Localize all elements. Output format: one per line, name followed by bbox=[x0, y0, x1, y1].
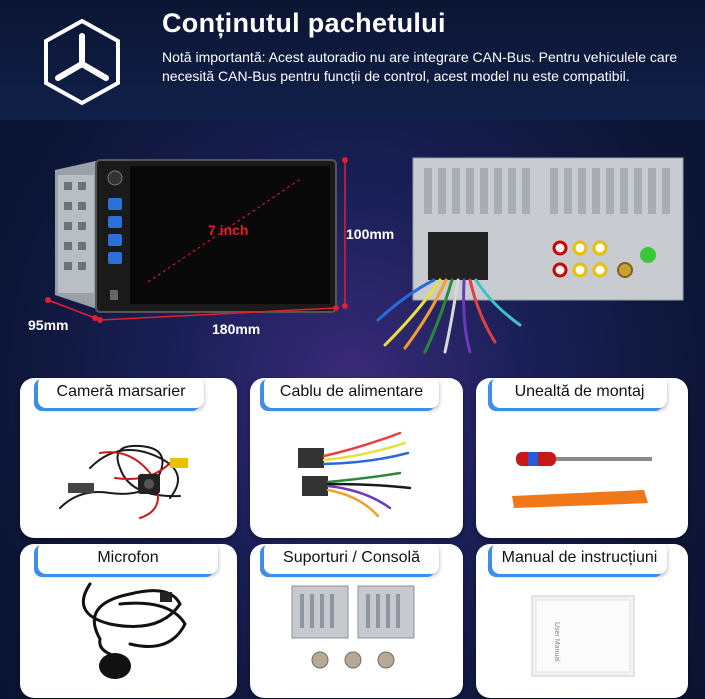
dimension-lines bbox=[47, 160, 346, 321]
manual-cover-text: User Manual bbox=[553, 622, 560, 662]
screen-size-label: 7 inch bbox=[208, 222, 248, 238]
wire-bundle bbox=[376, 278, 522, 354]
head-unit-screen bbox=[95, 159, 337, 313]
compatibility-note: Notă importantă: Acest autoradio nu are … bbox=[162, 49, 678, 84]
item-card-microphone: Microfon bbox=[20, 544, 237, 698]
camera-cable-icon bbox=[59, 444, 188, 519]
item-label: Cameră marsarier bbox=[38, 378, 204, 408]
page-title: Conținutul pachetului bbox=[162, 8, 446, 38]
package-items: Cameră marsarier Cablu de alimentare bbox=[0, 360, 705, 699]
item-card-brackets: Suporturi / Consolă bbox=[250, 544, 463, 698]
brand-logo-icon bbox=[44, 18, 120, 106]
header: Conținutul pachetului Notă importantă: A… bbox=[0, 0, 705, 120]
microphone-icon bbox=[81, 582, 187, 679]
manual-icon bbox=[531, 595, 635, 677]
head-unit-chassis bbox=[55, 160, 100, 310]
item-label: Microfon bbox=[38, 544, 218, 574]
item-label: Unealtă de montaj bbox=[492, 378, 667, 408]
item-card-mounting-tool: Unealtă de montaj bbox=[476, 378, 688, 538]
item-card-power-cable: Cablu de alimentare bbox=[250, 378, 463, 538]
wiring-harness-icon bbox=[298, 431, 412, 518]
item-label: Cablu de alimentare bbox=[264, 378, 439, 408]
width-label: 180mm bbox=[212, 321, 260, 337]
bracket-icon bbox=[291, 585, 415, 669]
item-label: Suporturi / Consolă bbox=[264, 544, 439, 574]
head-unit-rear-view bbox=[412, 157, 684, 301]
hero-product-view: 7 inch 180mm 100mm 95mm bbox=[28, 157, 684, 354]
item-card-manual: User Manual Manual de instrucțiuni bbox=[476, 544, 688, 698]
height-label: 100mm bbox=[346, 226, 394, 242]
screwdriver-icon bbox=[512, 452, 652, 508]
item-card-camera: Cameră marsarier bbox=[20, 378, 237, 538]
depth-label: 95mm bbox=[28, 317, 68, 333]
item-label: Manual de instrucțiuni bbox=[492, 544, 667, 574]
